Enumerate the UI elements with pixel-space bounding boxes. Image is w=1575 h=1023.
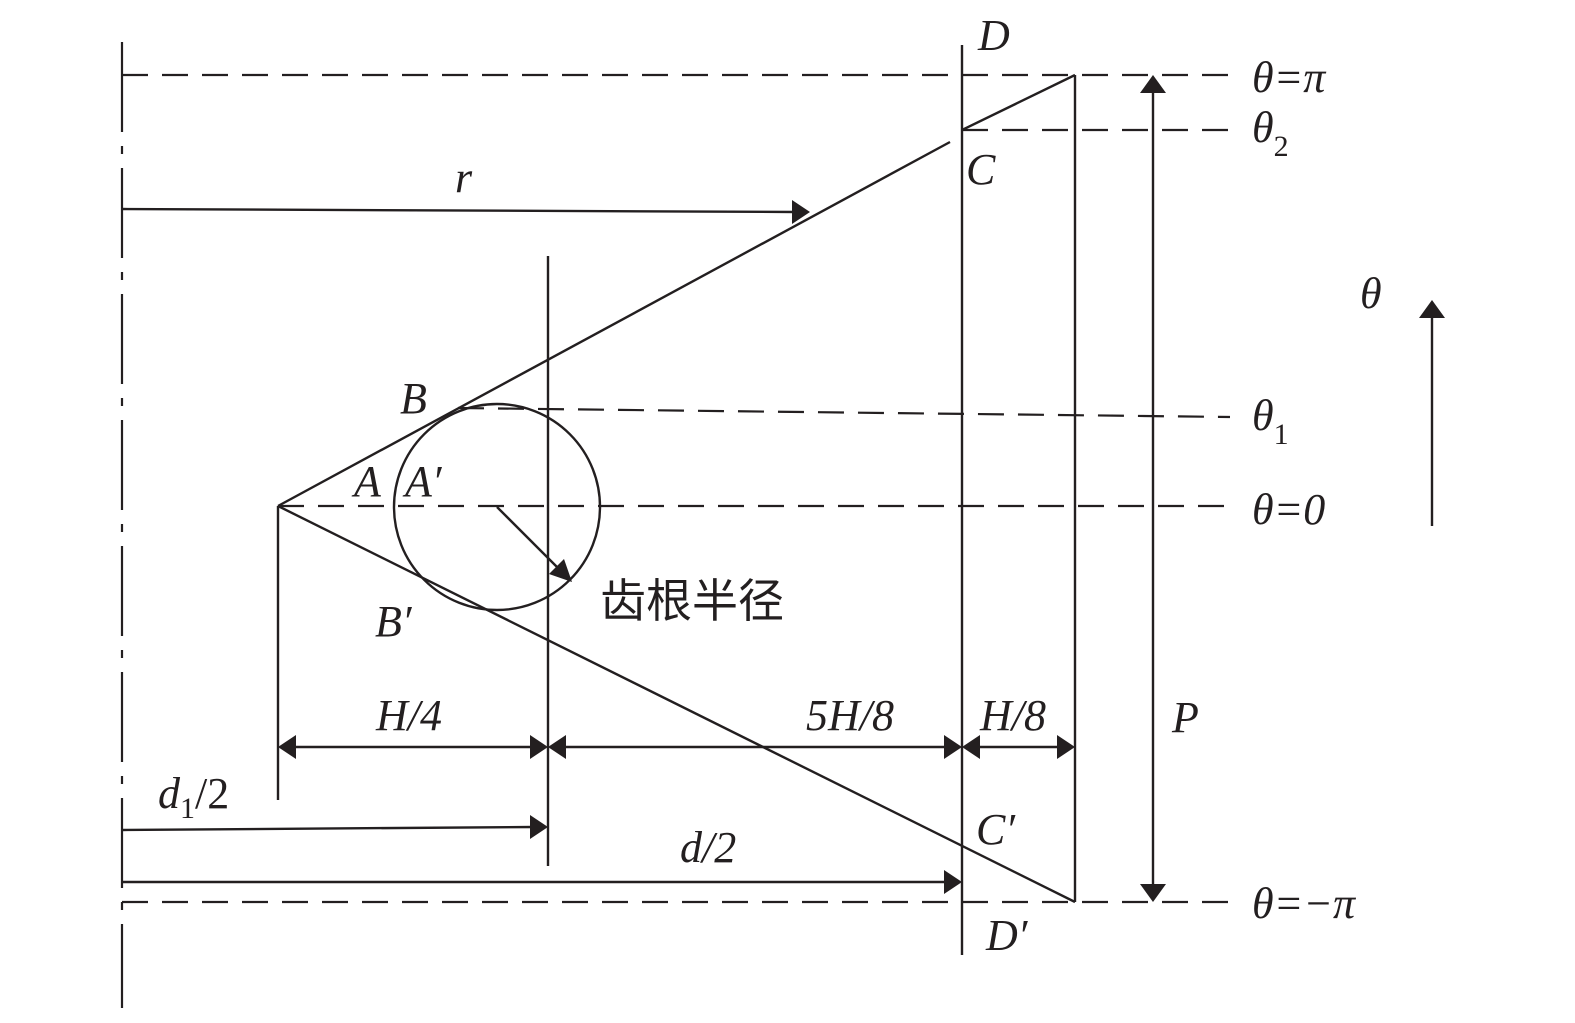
d1-half-arrowhead	[530, 815, 548, 839]
label-theta-2: θ2	[1252, 103, 1289, 163]
label-P: P	[1171, 693, 1199, 742]
lower-flank	[277, 504, 1076, 904]
root-radius-arrowhead	[549, 559, 572, 582]
label-C-prime: C′	[976, 805, 1016, 854]
label-theta-arrow: θ	[1360, 269, 1382, 318]
crest-top-segment	[961, 73, 1076, 132]
label-r: r	[455, 153, 473, 202]
label-h-eighth: H/8	[979, 691, 1046, 740]
p-arrowhead-top	[1140, 75, 1166, 93]
line-theta-1	[457, 406, 1231, 419]
root-circle	[392, 402, 602, 612]
label-A-prime: A′	[402, 457, 443, 506]
label-B: B	[400, 374, 427, 423]
h-eighth-arrow-right	[1057, 735, 1075, 759]
h-five-eighths-arrow-left	[548, 735, 566, 759]
label-d-half: d/2	[680, 823, 736, 872]
label-A: A	[351, 457, 382, 506]
label-theta-1: θ1	[1252, 391, 1289, 451]
d-half-arrowhead	[944, 870, 962, 894]
label-h-quarter: H/4	[375, 691, 442, 740]
h-quarter-arrow-left	[278, 735, 296, 759]
label-theta-neg-pi: θ=−π	[1252, 879, 1357, 928]
h-quarter-arrow-right	[530, 735, 548, 759]
label-theta-pi: θ=π	[1252, 53, 1327, 102]
r-arrowhead	[792, 200, 810, 224]
label-C: C	[966, 145, 996, 194]
h-eighth-arrow-left	[962, 735, 980, 759]
label-D: D	[977, 11, 1010, 60]
theta-arrowhead	[1419, 300, 1445, 318]
label-D-prime: D′	[985, 911, 1029, 960]
p-arrowhead-bottom	[1140, 884, 1166, 902]
h-five-eighths-arrow-right	[944, 735, 962, 759]
r-arrow	[121, 207, 797, 214]
label-theta-0: θ=0	[1252, 485, 1325, 534]
label-h-five-eighths: 5H/8	[806, 691, 894, 740]
label-d1-half: d1/2	[158, 769, 229, 825]
d1-half-arrow	[121, 825, 535, 832]
label-root-radius: 齿根半径	[600, 574, 784, 628]
root-radius-arrow	[496, 506, 561, 571]
upper-flank	[277, 140, 951, 508]
label-B-prime: B′	[375, 597, 413, 646]
